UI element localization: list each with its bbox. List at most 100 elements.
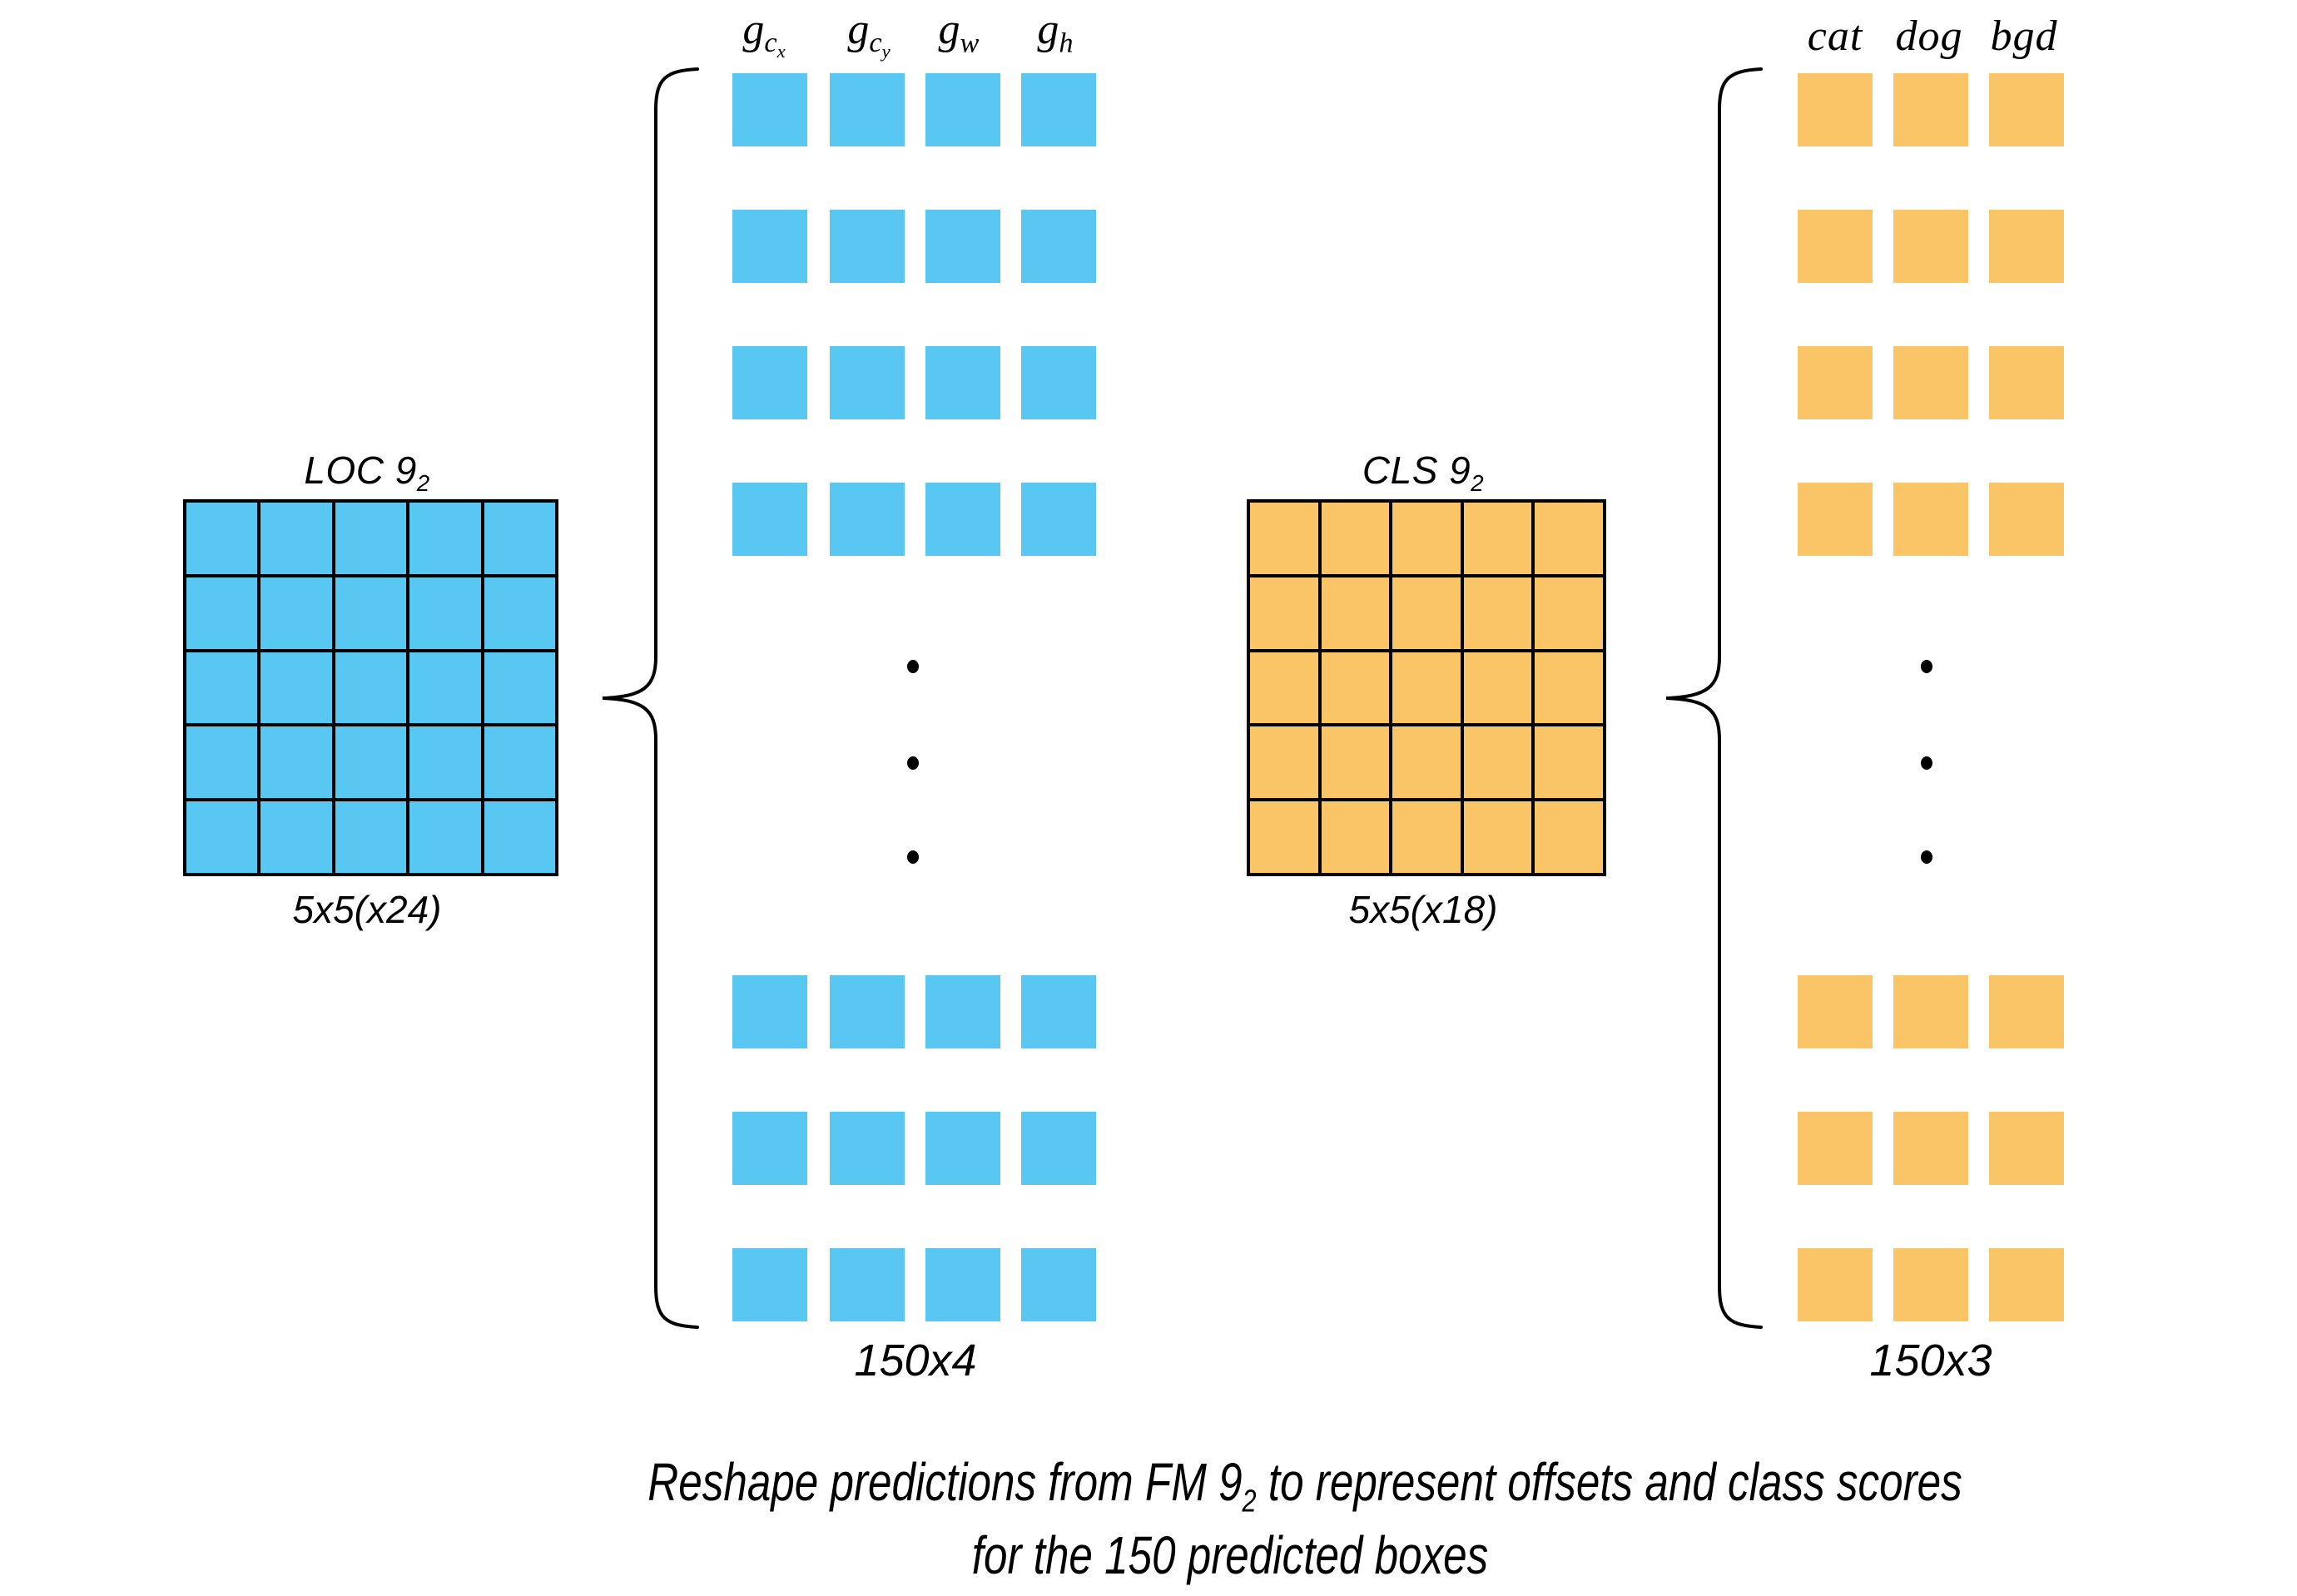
- cls-feature-map-grid: [1247, 499, 1606, 876]
- caption-line2-text: for the 150 predicted boxes: [971, 1525, 1489, 1585]
- cls-feature-map-cell: [1250, 726, 1318, 799]
- loc-feature-map-cell: [409, 577, 481, 649]
- loc-size-label: 5x5(x24): [292, 888, 442, 931]
- loc-feature-map-cell: [335, 652, 407, 724]
- loc-feature-map-cell: [335, 801, 407, 873]
- cls-reshaped-cell: [1798, 975, 1873, 1048]
- cls-feature-map-cell: [1463, 577, 1532, 649]
- loc-reshaped-cell: [1021, 1112, 1096, 1185]
- loc-reshaped-cell: [925, 73, 1000, 146]
- loc-reshaped-cell: [925, 1248, 1000, 1321]
- cls-size-label: 5x5(x18): [1348, 888, 1498, 931]
- cls-feature-map-cell: [1463, 652, 1532, 724]
- loc-reshaped-cell: [925, 346, 1000, 419]
- loc-feature-map-cell: [186, 652, 258, 724]
- loc-reshaped-cell: [1021, 975, 1096, 1048]
- loc-reshaped-cell: [732, 1112, 807, 1185]
- cls-feature-map-cell: [1321, 801, 1390, 873]
- cls-reshaped-cell: [1798, 210, 1873, 283]
- cls-reshaped-cell: [1893, 73, 1968, 146]
- cls-reshaped-cell: [1989, 210, 2064, 283]
- loc-reshaped-cell: [925, 483, 1000, 556]
- cls-feature-map-cell: [1392, 801, 1461, 873]
- cls-reshaped-cell: [1989, 483, 2064, 556]
- loc-feature-map-cell: [484, 726, 555, 799]
- caption-line1-suffix: to represent offsets and class scores: [1256, 1452, 1962, 1512]
- loc-feature-map-cell: [409, 503, 481, 574]
- cls-feature-map-cell: [1535, 726, 1603, 799]
- cls-title-subscript: 2: [1471, 469, 1485, 496]
- loc-reshaped-cell: [732, 73, 807, 146]
- cls-feature-map-cell: [1463, 503, 1532, 574]
- cls-ellipsis-dot: [1921, 850, 1932, 864]
- loc-feature-map-cell: [409, 726, 481, 799]
- cls-reshaped-cell: [1893, 975, 1968, 1048]
- cls-ellipsis-dot: [1921, 660, 1932, 673]
- caption-line1-subscript: 2: [1242, 1483, 1257, 1519]
- loc-feature-map-cell: [335, 577, 407, 649]
- cls-feature-map-cell: [1321, 577, 1390, 649]
- loc-reshaped-cell: [1021, 210, 1096, 283]
- cls-title: CLS 92: [1362, 448, 1484, 497]
- loc-reshaped-cell: [925, 1112, 1000, 1185]
- cls-reshaped-cell: [1798, 346, 1873, 419]
- cls-feature-map-cell: [1392, 577, 1461, 649]
- cls-reshaped-cell: [1798, 1112, 1873, 1185]
- loc-feature-map-cell: [409, 652, 481, 724]
- cls-reshaped-cell: [1893, 346, 1968, 419]
- cls-feature-map-cell: [1392, 503, 1461, 574]
- class-header-cat: cat: [1807, 12, 1863, 60]
- class-header-dog: dog: [1895, 12, 1963, 60]
- loc-feature-map-cell: [186, 577, 258, 649]
- loc-reshaped-cell: [732, 210, 807, 283]
- loc-feature-map-cell: [484, 652, 555, 724]
- cls-feature-map-cell: [1321, 652, 1390, 724]
- cls-feature-map-cell: [1463, 801, 1532, 873]
- cls-reshaped-cell: [1798, 483, 1873, 556]
- loc-feature-map-cell: [260, 652, 332, 724]
- cls-title-text: CLS 9: [1362, 449, 1471, 492]
- loc-reshaped-cell: [732, 346, 807, 419]
- offset-header-g-h: gh: [1037, 6, 1074, 59]
- loc-reshaped-cell: [732, 1248, 807, 1321]
- loc-reshaped-cell: [1021, 483, 1096, 556]
- loc-feature-map-grid: [183, 499, 558, 876]
- loc-reshaped-cell: [732, 975, 807, 1048]
- loc-reshaped-cell: [830, 346, 905, 419]
- loc-feature-map-cell: [409, 801, 481, 873]
- loc-title-subscript: 2: [416, 469, 430, 496]
- loc-reshaped-cell: [1021, 346, 1096, 419]
- loc-reshaped-cell: [830, 483, 905, 556]
- cls-ellipsis-dot: [1921, 756, 1932, 770]
- cls-reshaped-cell: [1989, 1248, 2064, 1321]
- loc-feature-map-cell: [335, 503, 407, 574]
- loc-title: LOC 92: [304, 448, 429, 497]
- offset-header-g-w: gw: [938, 6, 980, 59]
- loc-matrix-size-label: 150x4: [854, 1336, 977, 1385]
- loc-feature-map-cell: [335, 726, 407, 799]
- cls-feature-map-cell: [1321, 726, 1390, 799]
- cls-reshaped-cell: [1989, 975, 2064, 1048]
- cls-reshaped-cell: [1893, 483, 1968, 556]
- loc-feature-map-cell: [260, 577, 332, 649]
- loc-feature-map-cell: [484, 503, 555, 574]
- loc-reshaped-cell: [1021, 73, 1096, 146]
- cls-reshaped-cell: [1893, 210, 1968, 283]
- offset-header-g-c-x: gcx: [742, 6, 786, 62]
- cls-feature-map-cell: [1535, 801, 1603, 873]
- cls-reshaped-cell: [1798, 1248, 1873, 1321]
- loc-reshaped-cell: [925, 210, 1000, 283]
- cls-reshaped-cell: [1989, 346, 2064, 419]
- loc-title-text: LOC 9: [304, 449, 417, 492]
- loc-feature-map-cell: [260, 726, 332, 799]
- cls-reshaped-cell: [1893, 1248, 1968, 1321]
- loc-feature-map-cell: [186, 726, 258, 799]
- offset-header-g-c-y: gcy: [847, 6, 891, 62]
- cls-feature-map-cell: [1250, 503, 1318, 574]
- loc-feature-map-cell: [260, 801, 332, 873]
